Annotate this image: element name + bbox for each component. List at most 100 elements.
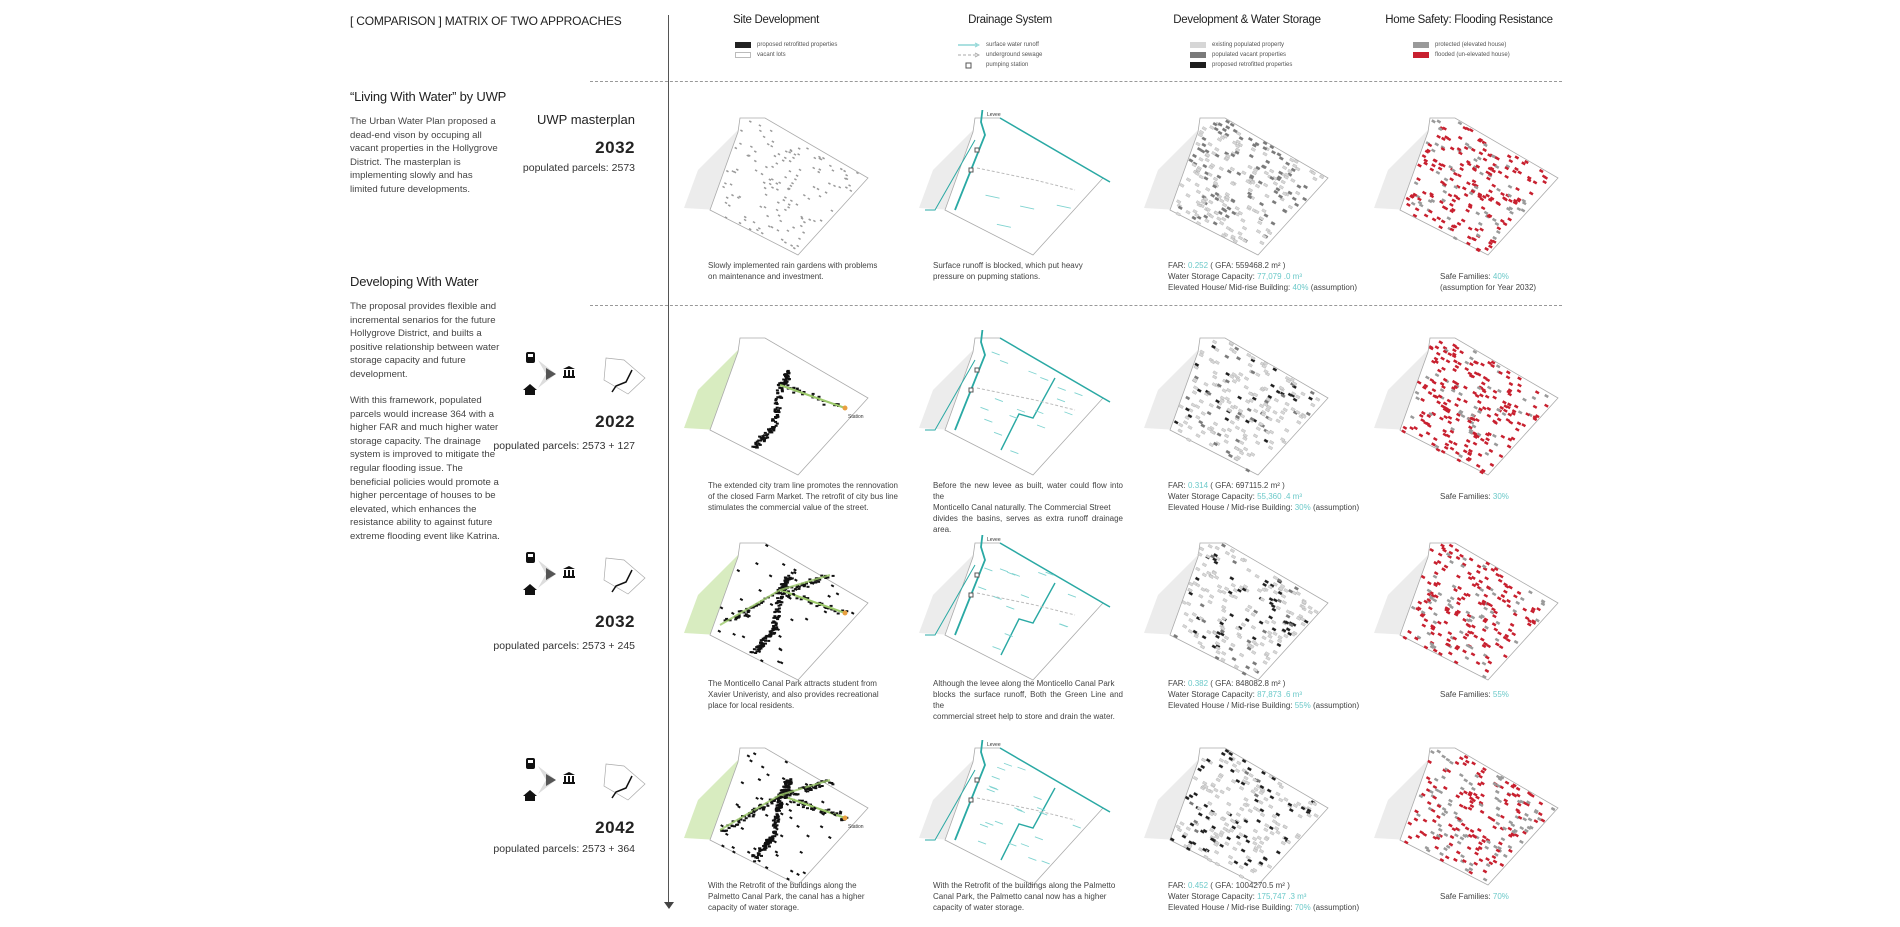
caption-text: Elevated House / Mid-rise Building: — [1168, 503, 1295, 512]
station-label: Station — [848, 414, 864, 420]
parcel — [1477, 782, 1482, 787]
parcel — [1272, 649, 1278, 655]
parcel — [802, 220, 806, 224]
parcel — [1251, 170, 1257, 176]
parcel — [1481, 387, 1486, 392]
parcel — [1475, 795, 1480, 800]
retrofitted-building — [743, 614, 747, 617]
parcel — [850, 611, 855, 615]
parcel — [1524, 159, 1529, 165]
parcel — [1219, 789, 1225, 795]
parcel — [1292, 381, 1298, 386]
parcel — [1418, 433, 1424, 438]
retrofitted-building — [784, 577, 788, 580]
parcel — [1236, 171, 1242, 176]
parcel — [740, 781, 745, 785]
parcel — [1307, 605, 1313, 610]
runoff-arrow-icon — [1040, 377, 1049, 381]
parcel — [1195, 566, 1201, 572]
parcel — [798, 237, 801, 241]
parcel — [1194, 362, 1200, 367]
parcel — [1524, 812, 1529, 817]
parcel — [823, 610, 828, 614]
caption-text: (assumption) — [1308, 283, 1357, 292]
parcel — [1434, 788, 1440, 793]
caption-text: Water Storage Capacity: — [1168, 272, 1258, 281]
parcel — [1454, 760, 1460, 766]
parcel — [1287, 802, 1293, 807]
parcel — [1246, 643, 1252, 648]
parcel — [1210, 359, 1216, 365]
parcel — [1247, 808, 1253, 814]
parcel — [1206, 570, 1212, 576]
parcel — [794, 587, 798, 591]
legend-label: existing populated property — [1212, 42, 1285, 48]
parcel — [1218, 764, 1224, 769]
parcel — [1198, 174, 1204, 180]
parcel — [749, 145, 753, 149]
caption-text: ( GFA: 697115.2 m² ) — [1208, 481, 1285, 490]
retrofitted-building — [728, 619, 732, 622]
parcel — [1451, 827, 1457, 832]
district-outline — [1399, 542, 1559, 681]
map-features — [1173, 339, 1321, 473]
sewage-line — [976, 592, 1076, 616]
parcel — [1246, 352, 1252, 358]
parcel — [1263, 836, 1269, 842]
levee-line — [954, 535, 986, 636]
parcel — [1272, 582, 1278, 587]
parcel — [1280, 410, 1286, 415]
parcel — [1233, 860, 1239, 865]
parcel — [1194, 576, 1200, 582]
parcel — [1443, 348, 1449, 353]
tram-icon — [526, 352, 535, 363]
retrofitted-building — [778, 809, 781, 812]
parcel — [1418, 203, 1424, 208]
parcel — [1211, 825, 1217, 830]
parcel — [1186, 437, 1192, 443]
parcel — [1256, 818, 1262, 824]
parcel — [1465, 643, 1471, 648]
parcel — [1458, 391, 1463, 397]
retrofitted-building — [776, 797, 780, 800]
parcel — [1407, 629, 1412, 635]
parcel — [1460, 859, 1465, 864]
parcel — [1489, 196, 1495, 201]
parcel — [1503, 582, 1508, 587]
parcel — [1452, 224, 1458, 229]
parcel — [1219, 816, 1225, 822]
parcel — [1225, 371, 1231, 377]
map-features — [1402, 543, 1546, 679]
parcel — [1467, 203, 1473, 208]
sewage-line — [976, 387, 1076, 411]
parcel — [1246, 452, 1252, 458]
retrofitted-building — [766, 838, 770, 841]
parcel — [1202, 847, 1208, 853]
retrofitted-building — [818, 578, 822, 581]
parcel — [1196, 806, 1202, 811]
parcel — [1222, 202, 1228, 208]
parcel — [1244, 419, 1250, 424]
parcel — [1422, 385, 1427, 390]
runoff-arrow-icon — [985, 194, 1000, 199]
parcel — [777, 214, 781, 217]
parcel — [1258, 620, 1264, 625]
caption-text: Safe Families: — [1440, 892, 1493, 901]
parcel — [1477, 193, 1483, 198]
retrofitted-building — [767, 845, 771, 848]
parcel — [1475, 164, 1481, 169]
parcel — [1526, 825, 1532, 830]
parcel — [1522, 397, 1527, 402]
parcel — [1437, 632, 1443, 637]
runoff-arrow-icon — [1009, 415, 1018, 419]
parcel — [807, 197, 811, 201]
retrofitted-building — [780, 388, 784, 391]
map-safety — [1374, 542, 1559, 681]
parcel — [1420, 610, 1426, 615]
parcel — [784, 150, 788, 153]
parcel — [1540, 601, 1546, 607]
parcel — [1218, 832, 1224, 838]
parcel — [1507, 392, 1513, 397]
retrofitted-building — [818, 785, 822, 788]
parcel — [1250, 180, 1256, 185]
